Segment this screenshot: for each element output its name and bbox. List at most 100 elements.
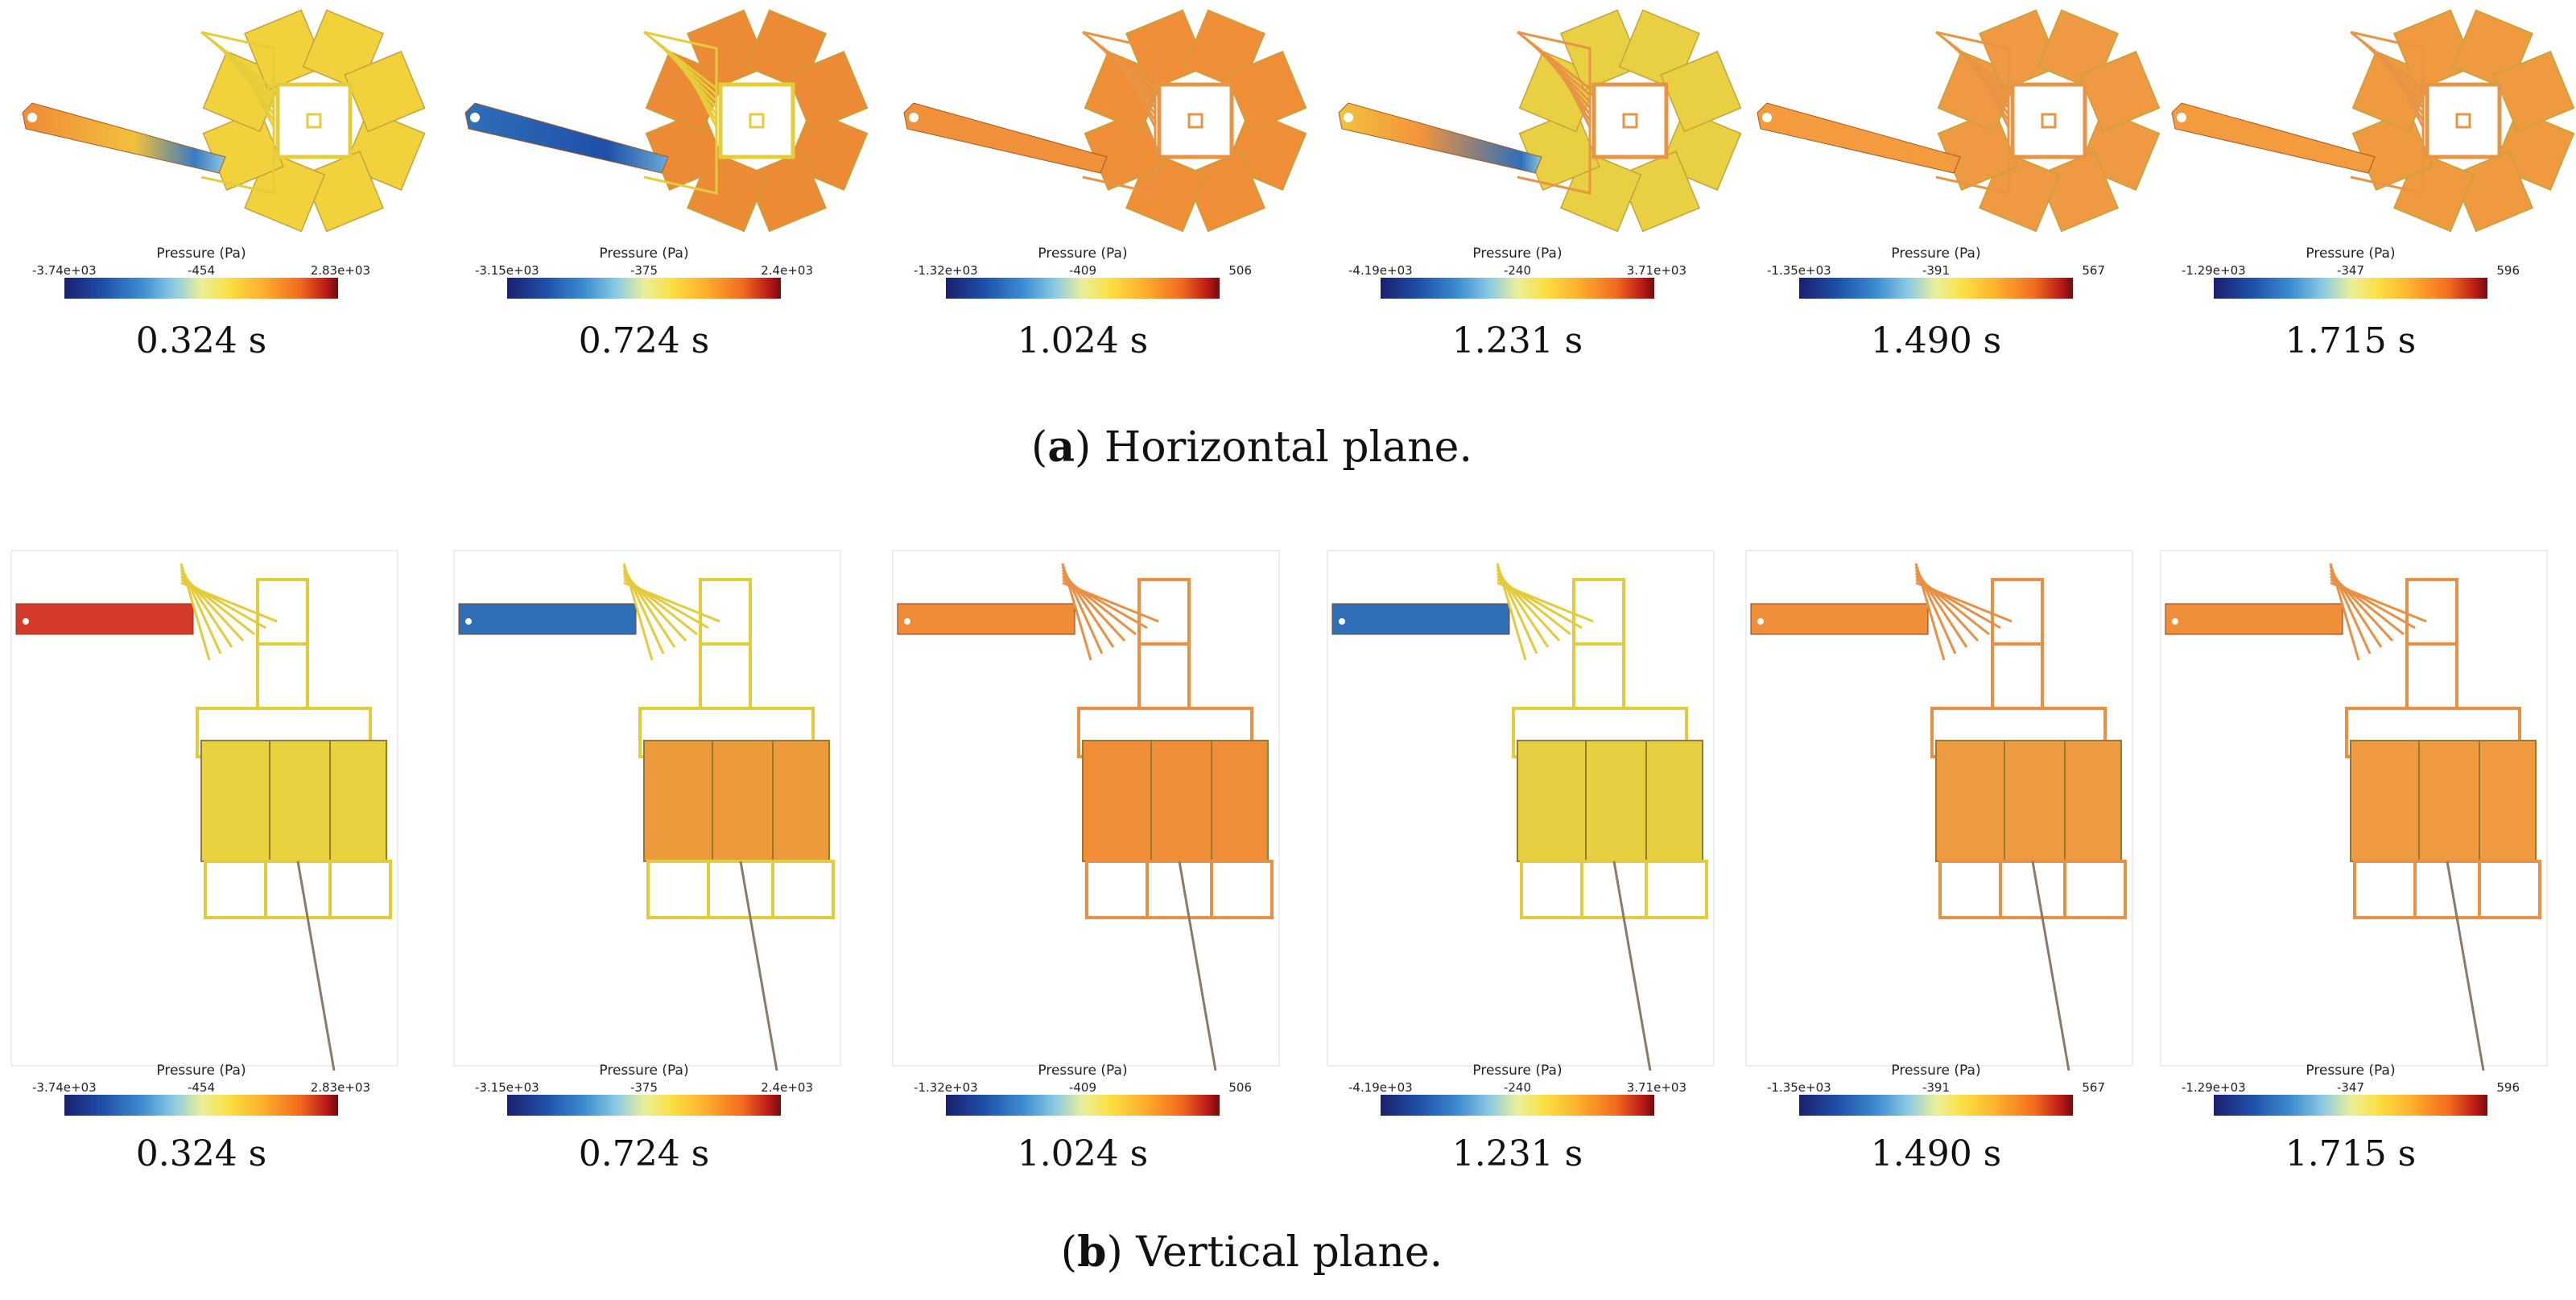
legend-mid: -391 (1922, 1080, 1951, 1095)
float-model (22, 9, 426, 233)
legend-max: 506 (1228, 263, 1252, 278)
horizontal-render (903, 9, 1307, 233)
color-bar (1381, 278, 1654, 299)
color-bar (507, 1095, 781, 1116)
legend-title: Pressure (Pa) (1891, 1063, 1981, 1079)
time-label: 1.024 s (1017, 320, 1149, 361)
horizontal-legend: Pressure (Pa) -3.15e+03 -375 2.4e+03 (475, 246, 813, 310)
legend-min: -4.19e+03 (1348, 263, 1413, 278)
color-bar (2214, 278, 2487, 299)
legend-max: 567 (2082, 263, 2105, 278)
horizontal-render (2171, 9, 2575, 233)
vertical-caption-text: Vertical plane. (1136, 1228, 1443, 1277)
legend-min: -3.74e+03 (32, 1080, 97, 1095)
legend-min: -4.19e+03 (1348, 1080, 1413, 1095)
horizontal-legend: Pressure (Pa) -1.35e+03 -391 567 (1767, 246, 2105, 310)
horizontal-caption-text: Horizontal plane. (1104, 423, 1472, 472)
legend-max: 2.83e+03 (310, 1080, 370, 1095)
vertical-legend: Pressure (Pa) -1.35e+03 -391 567 (1767, 1063, 2105, 1127)
time-label: 0.324 s (135, 320, 267, 361)
float-model (903, 9, 1307, 233)
legend-title: Pressure (Pa) (1472, 1063, 1563, 1079)
color-bar (2214, 1095, 2487, 1116)
legend-min: -1.29e+03 (2182, 263, 2246, 278)
horizontal-caption: (a) Horizontal plane. (1031, 423, 1472, 472)
legend-min: -3.15e+03 (475, 263, 539, 278)
legend-max: 3.71e+03 (1626, 1080, 1686, 1095)
color-bar (1381, 1095, 1654, 1116)
legend-mid: -409 (1068, 1080, 1097, 1095)
legend-mid: -409 (1068, 263, 1097, 278)
horizontal-caption-letter: a (1047, 423, 1075, 472)
float-model (2171, 9, 2575, 233)
time-label: 0.724 s (578, 1133, 710, 1174)
time-label: 1.490 s (1870, 1133, 2002, 1174)
legend-mid: -454 (187, 263, 216, 278)
float-model (453, 550, 841, 1071)
legend-max: 3.71e+03 (1626, 263, 1686, 278)
color-bar (64, 278, 338, 299)
legend-title: Pressure (Pa) (599, 246, 689, 262)
legend-max: 506 (1228, 1080, 1252, 1095)
time-label: 0.724 s (578, 320, 710, 361)
vertical-render (1327, 550, 1715, 1071)
legend-min: -1.35e+03 (1767, 263, 1831, 278)
legend-min: -1.32e+03 (914, 263, 978, 278)
legend-max: 2.4e+03 (761, 1080, 813, 1095)
legend-title: Pressure (Pa) (599, 1063, 689, 1079)
time-label: 1.715 s (2285, 320, 2417, 361)
horizontal-render (22, 9, 426, 233)
time-label: 1.490 s (1870, 320, 2002, 361)
legend-min: -3.15e+03 (475, 1080, 539, 1095)
color-bar (1799, 278, 2073, 299)
legend-max: 596 (2496, 263, 2520, 278)
legend-title: Pressure (Pa) (2306, 1063, 2396, 1079)
color-bar (1799, 1095, 2073, 1116)
vertical-render (1745, 550, 2133, 1071)
legend-max: 2.83e+03 (310, 263, 370, 278)
vertical-caption: (b) Vertical plane. (1060, 1228, 1443, 1277)
legend-mid: -347 (2336, 263, 2365, 278)
vertical-caption-letter: b (1077, 1228, 1107, 1277)
legend-title: Pressure (Pa) (2306, 246, 2396, 262)
float-model (892, 550, 1280, 1071)
vertical-render (892, 550, 1280, 1071)
float-model (1745, 550, 2133, 1071)
legend-mid: -375 (630, 263, 658, 278)
legend-min: -1.35e+03 (1767, 1080, 1831, 1095)
horizontal-render (1338, 9, 1742, 233)
time-label: 1.231 s (1451, 320, 1583, 361)
legend-title: Pressure (Pa) (1891, 246, 1981, 262)
legend-mid: -454 (187, 1080, 216, 1095)
legend-mid: -240 (1503, 1080, 1532, 1095)
legend-max: 567 (2082, 1080, 2105, 1095)
horizontal-legend: Pressure (Pa) -1.32e+03 -409 506 (914, 246, 1252, 310)
legend-max: 2.4e+03 (761, 263, 813, 278)
legend-title: Pressure (Pa) (1472, 246, 1563, 262)
time-label: 1.715 s (2285, 1133, 2417, 1174)
vertical-row: Pressure (Pa) -3.74e+03 -454 2.83e+03 0.324 … (0, 547, 2548, 1240)
legend-mid: -391 (1922, 263, 1951, 278)
horizontal-legend: Pressure (Pa) -1.29e+03 -347 596 (2182, 246, 2520, 310)
vertical-render (10, 550, 398, 1071)
vertical-render (2160, 550, 2548, 1071)
legend-max: 596 (2496, 1080, 2520, 1095)
time-label: 0.324 s (135, 1133, 267, 1174)
vertical-legend: Pressure (Pa) -3.74e+03 -454 2.83e+03 (32, 1063, 370, 1127)
horizontal-render (1757, 9, 2161, 233)
float-model (1757, 9, 2161, 233)
color-bar (946, 1095, 1220, 1116)
float-model (1327, 550, 1715, 1071)
legend-title: Pressure (Pa) (156, 1063, 246, 1079)
vertical-legend: Pressure (Pa) -4.19e+03 -240 3.71e+03 (1348, 1063, 1686, 1127)
vertical-render (453, 550, 841, 1071)
legend-mid: -347 (2336, 1080, 2365, 1095)
float-model (464, 9, 869, 233)
color-bar (507, 278, 781, 299)
legend-title: Pressure (Pa) (1038, 246, 1128, 262)
